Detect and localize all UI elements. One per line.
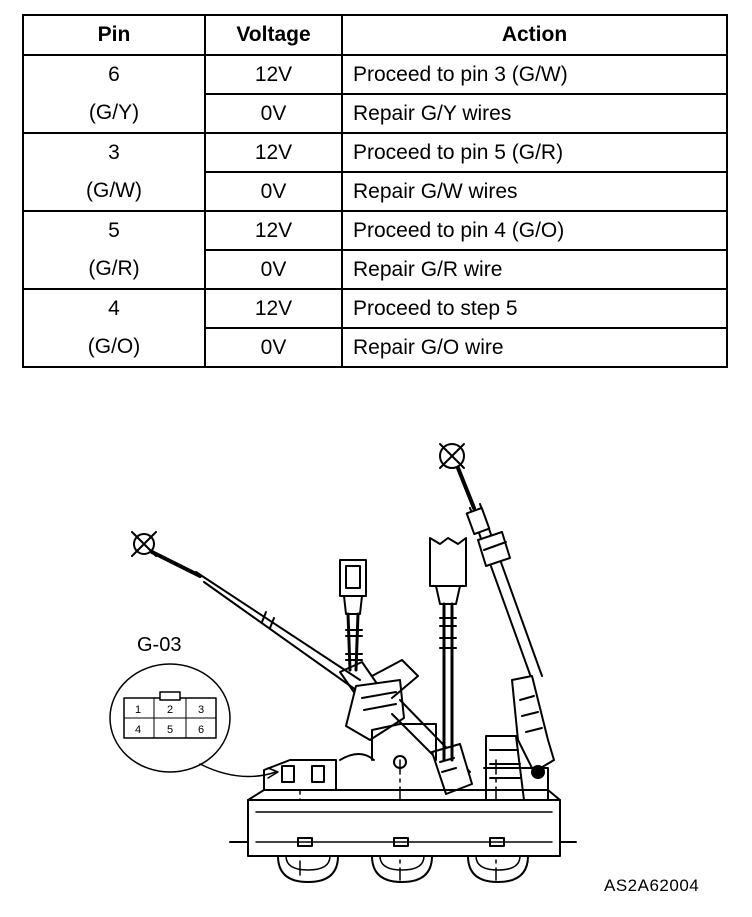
center-left-connector (339, 559, 367, 672)
header-pin: Pin (22, 14, 206, 56)
pin-number: 6 (22, 54, 206, 94)
voltage-cell: 12V (204, 288, 343, 329)
connector-pin-4: 4 (135, 724, 141, 736)
table-row: (G/Y) 0V Repair G/Y wires (22, 93, 728, 134)
connector-pin-5: 5 (167, 724, 173, 736)
table-row: (G/R) 0V Repair G/R wire (22, 249, 728, 290)
action-cell: Repair G/W wires (341, 171, 728, 212)
switch-assembly-figure: 1 2 3 4 5 6 G-03 AS2A62004 (0, 380, 752, 912)
voltage-cell: 0V (204, 93, 343, 134)
header-voltage: Voltage (204, 14, 343, 56)
table-row: 3 12V Proceed to pin 5 (G/R) (22, 132, 728, 173)
table-row: (G/W) 0V Repair G/W wires (22, 171, 728, 212)
action-cell: Proceed to step 5 (341, 288, 728, 329)
table-row: 5 12V Proceed to pin 4 (G/O) (22, 210, 728, 251)
connector-label: G-03 (137, 634, 182, 656)
connector-pin-1: 1 (135, 704, 141, 716)
action-cell: Repair G/R wire (341, 249, 728, 290)
switch-housing (229, 723, 577, 883)
voltage-cell: 0V (204, 327, 343, 368)
switch-assembly-drawing: 1 2 3 4 5 6 (109, 443, 577, 883)
pin-number: 5 (22, 210, 206, 250)
header-action: Action (341, 14, 728, 56)
table-row: 4 12V Proceed to step 5 (22, 288, 728, 329)
action-cell: Proceed to pin 5 (G/R) (341, 132, 728, 173)
connector-pin-6: 6 (198, 724, 204, 736)
pin-number: 4 (22, 288, 206, 328)
voltage-cell: 12V (204, 132, 343, 173)
pin-color: (G/W) (22, 172, 206, 212)
table-row: 6 12V Proceed to pin 3 (G/W) (22, 54, 728, 95)
voltage-cell: 0V (204, 249, 343, 290)
right-cable (439, 443, 543, 681)
connector-pin-2: 2 (167, 704, 173, 716)
center-right-connector (429, 537, 467, 762)
pin-color: (G/R) (22, 250, 206, 290)
diagnostic-table: Pin Voltage Action 6 12V Proceed to pin … (22, 14, 728, 368)
connector-pin-3: 3 (198, 704, 204, 716)
table-header-row: Pin Voltage Action (22, 14, 728, 56)
connector-callout: 1 2 3 4 5 6 (109, 663, 279, 779)
action-cell: Proceed to pin 4 (G/O) (341, 210, 728, 251)
action-cell: Repair G/O wire (341, 327, 728, 368)
pin-color: (G/Y) (22, 94, 206, 134)
voltage-cell: 12V (204, 210, 343, 251)
pin-number: 3 (22, 132, 206, 172)
left-lever (345, 659, 473, 795)
voltage-cell: 0V (204, 171, 343, 212)
action-cell: Proceed to pin 3 (G/W) (341, 54, 728, 95)
pin-color: (G/O) (22, 328, 206, 368)
voltage-cell: 12V (204, 54, 343, 95)
reference-code: AS2A62004 (604, 876, 700, 895)
action-cell: Repair G/Y wires (341, 93, 728, 134)
table-row: (G/O) 0V Repair G/O wire (22, 327, 728, 368)
